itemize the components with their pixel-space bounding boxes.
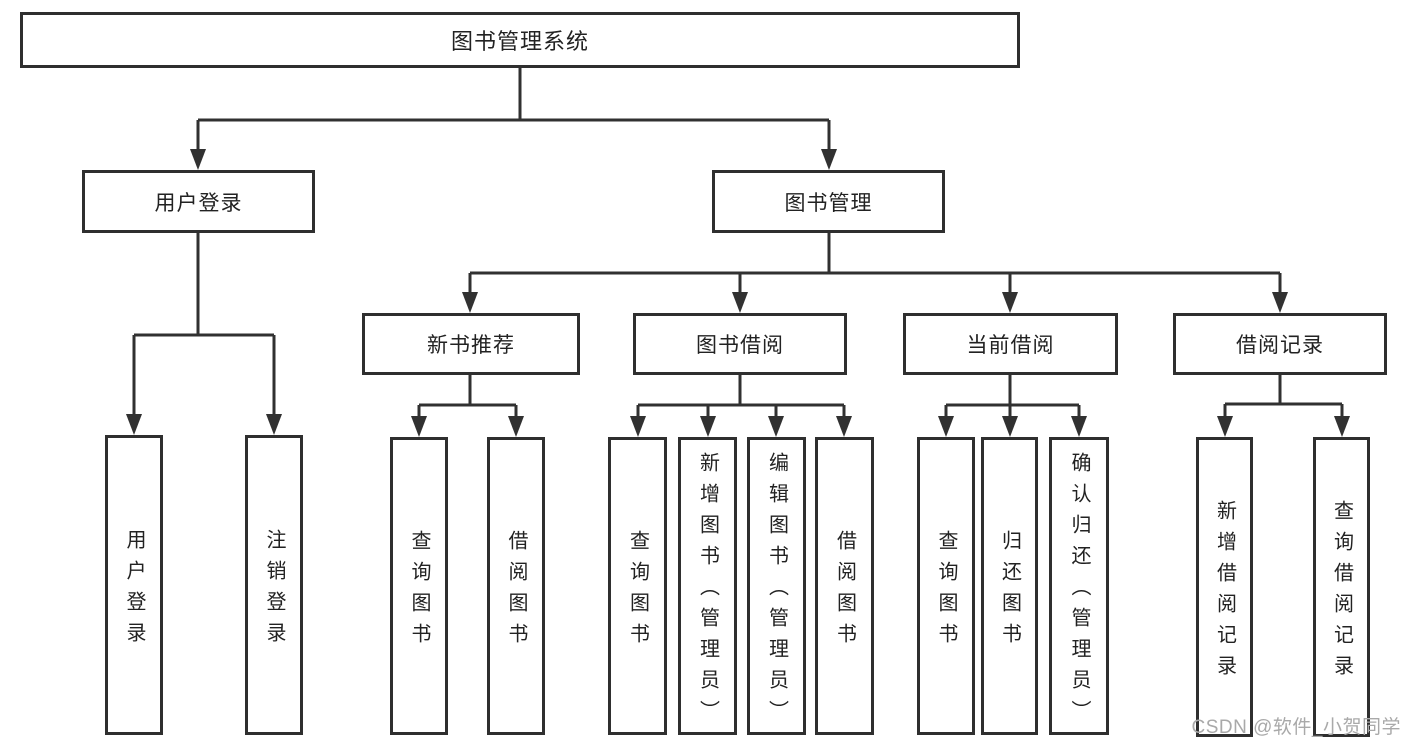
csdn-watermark: CSDN @软件_小贺同学 bbox=[1191, 717, 1401, 738]
leaf-query-books-recommend: 查询图书 bbox=[390, 437, 448, 735]
arrow-down-icon bbox=[190, 149, 206, 170]
leaf-borrow-books-recommend: 借阅图书 bbox=[487, 437, 545, 735]
tree-connectors bbox=[132, 67, 1344, 418]
arrow-down-icon bbox=[508, 416, 524, 437]
node-library-management-system: 图书管理系统 bbox=[20, 12, 1020, 68]
arrow-down-icon bbox=[836, 416, 852, 437]
node-user-login: 用户登录 bbox=[82, 170, 315, 233]
leaf-user-login: 用户登录 bbox=[105, 435, 163, 735]
arrow-down-icon bbox=[821, 149, 837, 170]
arrow-down-icon bbox=[266, 414, 282, 435]
arrowheads bbox=[126, 149, 1350, 437]
arrow-down-icon bbox=[462, 292, 478, 313]
leaf-query-books-borrowing: 查询图书 bbox=[608, 437, 667, 735]
node-current-borrowing: 当前借阅 bbox=[903, 313, 1118, 375]
arrow-down-icon bbox=[126, 414, 142, 435]
arrow-down-icon bbox=[768, 416, 784, 437]
node-book-management: 图书管理 bbox=[712, 170, 945, 233]
leaf-query-books-current: 查询图书 bbox=[917, 437, 975, 735]
leaf-borrow-books: 借阅图书 bbox=[815, 437, 874, 735]
arrow-down-icon bbox=[1071, 416, 1087, 437]
arrow-down-icon bbox=[411, 416, 427, 437]
node-book-borrowing: 图书借阅 bbox=[633, 313, 847, 375]
leaf-add-borrow-record: 新增借阅记录 bbox=[1196, 437, 1253, 737]
arrow-down-icon bbox=[1272, 292, 1288, 313]
node-new-book-recommendation: 新书推荐 bbox=[362, 313, 580, 375]
leaf-logout: 注销登录 bbox=[245, 435, 303, 735]
arrow-down-icon bbox=[1002, 416, 1018, 437]
arrow-down-icon bbox=[1002, 292, 1018, 313]
node-borrowing-records: 借阅记录 bbox=[1173, 313, 1387, 375]
leaf-return-books: 归还图书 bbox=[981, 437, 1038, 735]
arrow-down-icon bbox=[630, 416, 646, 437]
arrow-down-icon bbox=[1334, 416, 1350, 437]
leaf-edit-books-admin: 编辑图书（管理员） bbox=[747, 437, 806, 735]
arrow-down-icon bbox=[732, 292, 748, 313]
leaf-query-borrow-record: 查询借阅记录 bbox=[1313, 437, 1370, 737]
leaf-add-books-admin: 新增图书（管理员） bbox=[678, 437, 737, 735]
arrow-down-icon bbox=[1217, 416, 1233, 437]
arrow-down-icon bbox=[938, 416, 954, 437]
leaf-confirm-return-admin: 确认归还（管理员） bbox=[1049, 437, 1109, 735]
arrow-down-icon bbox=[700, 416, 716, 437]
